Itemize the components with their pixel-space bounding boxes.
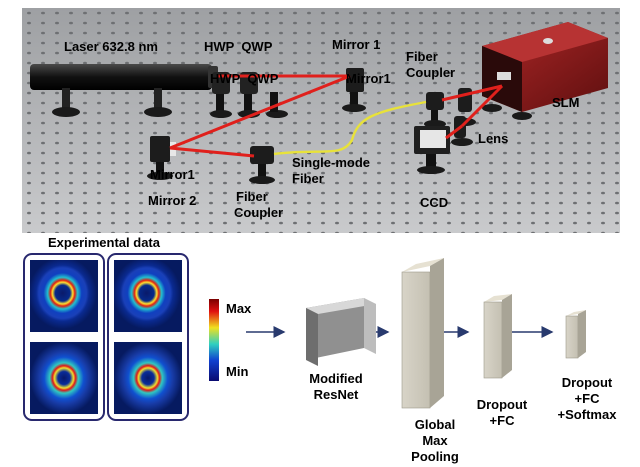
dropout-fc-label-line2: +FC xyxy=(489,413,515,428)
hwp-qwp-mounts xyxy=(210,72,288,118)
data-group-right xyxy=(107,253,189,421)
mirror1-top-label: Mirror 1 xyxy=(332,37,381,52)
mirror2-label: Mirror 2 xyxy=(148,193,197,208)
colorbar-min-label: Min xyxy=(226,364,249,379)
experimental-data-figure xyxy=(23,253,189,421)
dropout-fc-softmax-block xyxy=(565,310,586,359)
fiber-coupler-bottom-label-line2: Coupler xyxy=(234,205,284,220)
colorbar xyxy=(209,299,219,381)
single-mode-fiber-label-line2: Fiber xyxy=(292,171,324,186)
mirror1-overlay-label: Mirror1 xyxy=(346,71,391,86)
beam-image-2 xyxy=(114,260,182,332)
softmax-label-line3: +Softmax xyxy=(557,407,617,422)
mirror1-left-label: Mirror1 xyxy=(150,167,195,182)
laser-beam-path xyxy=(169,74,504,158)
beam-image-1 xyxy=(30,260,98,332)
network-diagram xyxy=(246,258,586,409)
lens-label: Lens xyxy=(478,131,509,146)
pooling-label-line2: Max xyxy=(422,433,448,448)
slm-label: SLM xyxy=(552,95,580,110)
pooling-label-line3: Pooling xyxy=(411,449,459,464)
single-mode-fiber-label-line1: Single-mode xyxy=(292,155,371,170)
softmax-label-line1: Dropout xyxy=(561,375,613,390)
beam-image-3 xyxy=(30,342,98,414)
resnet-label-line2: ResNet xyxy=(313,387,359,402)
colorbar-max-label: Max xyxy=(226,301,252,316)
optical-setup-panel xyxy=(22,8,620,233)
data-group-left xyxy=(23,253,105,421)
softmax-label-line2: +FC xyxy=(574,391,600,406)
dropout-fc-label-line1: Dropout xyxy=(476,397,528,412)
mirror1-mount xyxy=(342,68,366,112)
experimental-data-title: Experimental data xyxy=(48,235,160,250)
beam-image-4 xyxy=(114,342,182,414)
hwp-qwp-label: HWP QWP xyxy=(204,39,273,54)
global-max-pooling-block xyxy=(401,258,444,409)
fiber-coupler-bottom-mount xyxy=(249,146,275,184)
resnet-block xyxy=(306,298,376,366)
resnet-label-line1: Modified xyxy=(309,371,363,386)
fiber-coupler-bottom-label-line1: Fiber xyxy=(236,189,268,204)
laser-label: Laser 632.8 nm xyxy=(64,39,158,54)
pooling-label-line1: Global xyxy=(414,417,456,432)
fiber-coupler-right-label-line1: Fiber xyxy=(406,49,438,64)
fiber-coupler-right-label-line2: Coupler xyxy=(406,65,456,80)
dropout-fc-block xyxy=(483,294,512,379)
hwp-qwp-overlay-label: HWP QWP xyxy=(210,71,279,86)
ccd-camera xyxy=(414,126,450,174)
ccd-label: CCD xyxy=(420,195,449,210)
single-mode-fiber xyxy=(273,100,427,156)
laser-device xyxy=(30,64,218,117)
optical-setup-illustration xyxy=(22,8,620,233)
